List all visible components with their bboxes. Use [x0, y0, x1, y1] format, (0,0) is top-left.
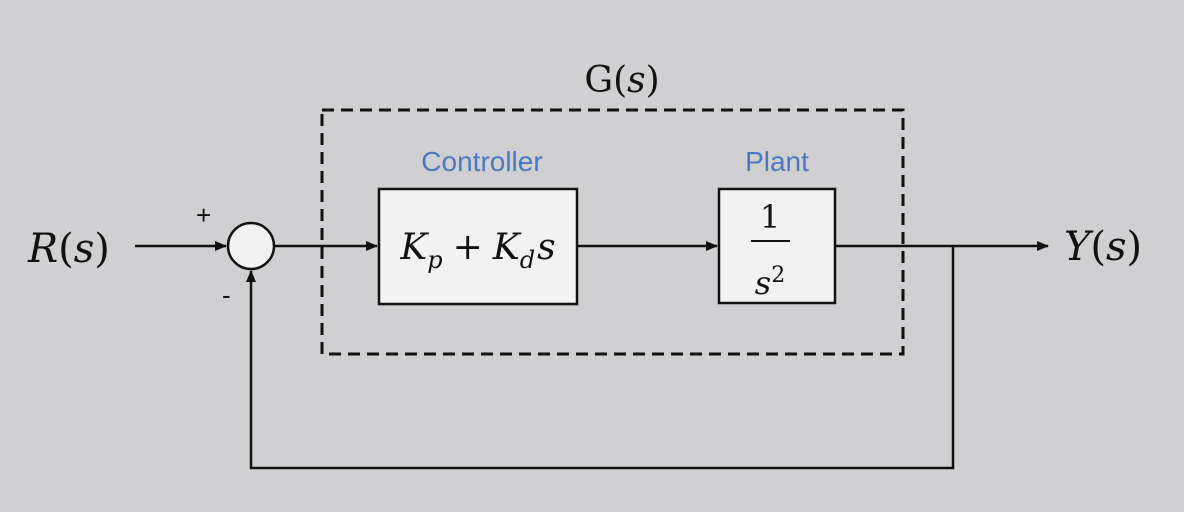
- summing-junction: [226, 221, 276, 271]
- group-label: G(s): [584, 60, 659, 101]
- controller-block: [377, 187, 579, 306]
- controller-expression: Kp+Kds: [399, 227, 555, 274]
- controller-title: Controller: [421, 146, 542, 177]
- group-boundary: [320, 108, 905, 356]
- output-label: Y(s): [1064, 224, 1142, 270]
- minus-sign: -: [222, 280, 231, 310]
- feedback-path: [246, 246, 955, 470]
- plant-numerator: 1: [760, 198, 780, 236]
- plant-denominator: s2: [755, 263, 785, 302]
- plant-block: [717, 187, 837, 305]
- plant-title: Plant: [745, 146, 809, 177]
- input-label: R(s): [27, 226, 110, 272]
- plus-sign: +: [196, 200, 211, 230]
